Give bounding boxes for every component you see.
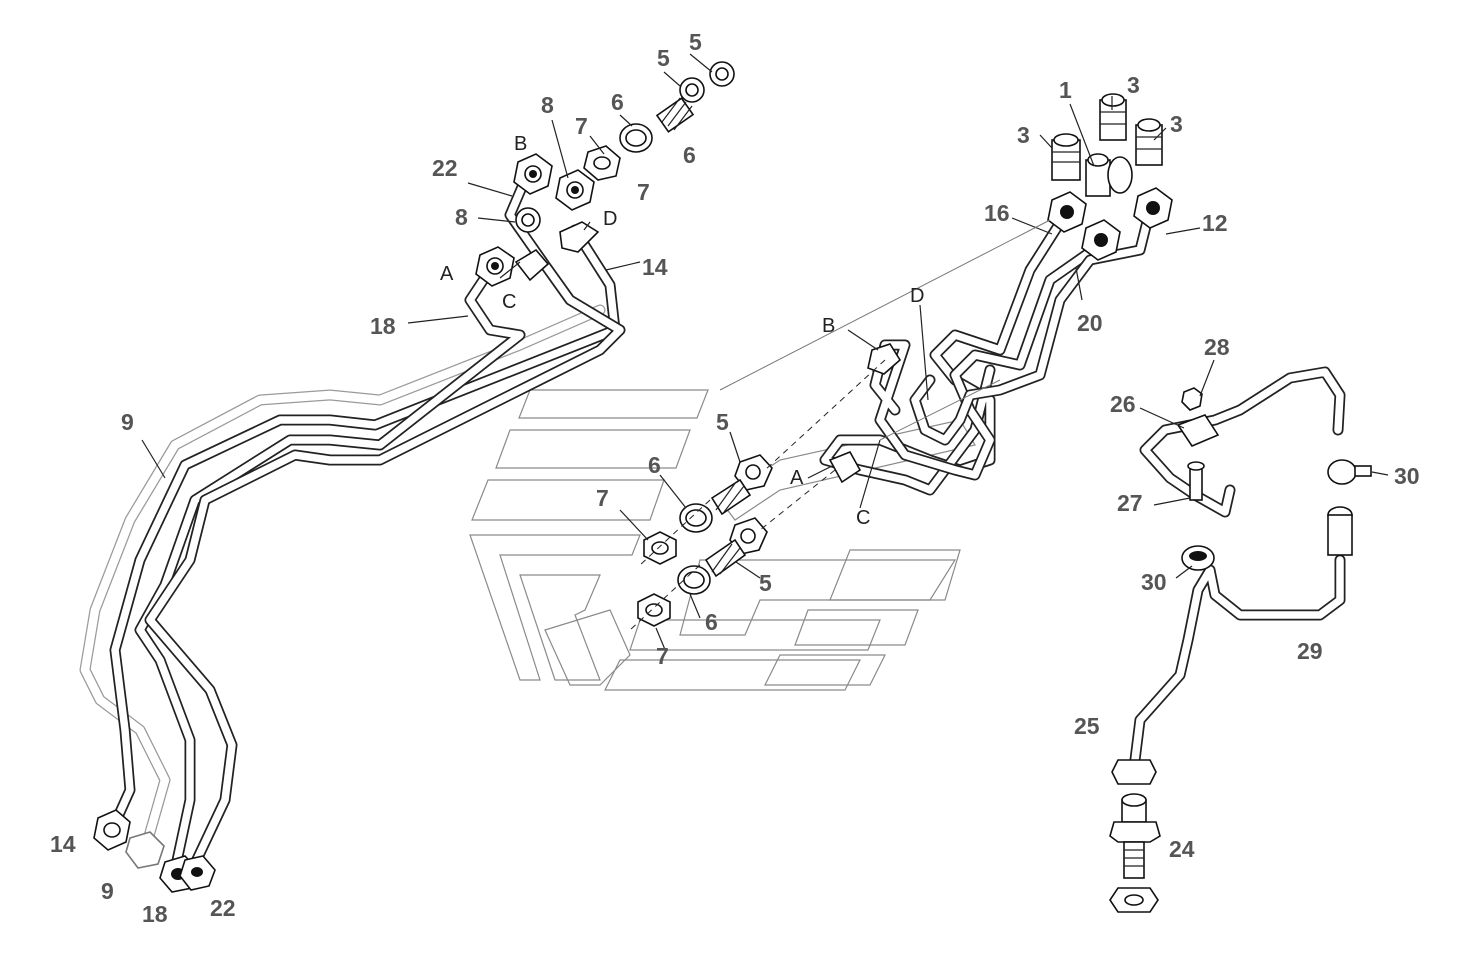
nut-9-bottom [125,831,165,869]
label-7-upper-a: 7 [575,113,588,139]
letter-D-left: D [603,208,617,230]
label-5-upper-b: 5 [689,29,702,55]
left-injection-tubes [79,174,626,876]
label-8-upper: 8 [541,92,554,118]
label-29: 29 [1297,638,1323,664]
label-22-lower: 22 [210,895,236,921]
label-26: 26 [1110,391,1136,417]
label-6-mid-lower: 6 [705,609,718,635]
label-27: 27 [1117,490,1143,516]
watermark-logo [469,389,976,691]
label-16: 16 [984,200,1010,226]
fitting-A-mid [828,450,862,484]
label-3-right: 3 [1170,111,1183,137]
label-6-upper-b: 6 [683,142,696,168]
fitting-C-left [514,248,550,282]
bolt-27 [1187,461,1205,501]
label-3-top: 3 [1127,72,1140,98]
label-22-upper: 22 [432,155,458,181]
letter-B-left: B [514,133,527,155]
nut-20 [1081,219,1121,261]
right-return-line [1129,366,1346,766]
label-7-mid-upper: 7 [596,485,609,511]
label-30-right: 30 [1394,463,1420,489]
label-7-mid-lower: 7 [656,643,669,669]
label-18-upper: 18 [370,313,396,339]
label-5-mid-upper: 5 [716,409,729,435]
nut-7-upper [583,145,621,181]
bolt-5-mid-lower [704,517,768,578]
label-7-upper-b: 7 [637,179,650,205]
fitting-1 [1085,153,1133,197]
label-5-upper-a: 5 [657,45,670,71]
label-30-left: 30 [1141,569,1167,595]
right-fittings [1109,387,1372,913]
nut-B-left [513,153,553,195]
label-8-lower: 8 [455,204,468,230]
washer-6-mid-upper [679,503,713,533]
middle-fittings [637,93,1173,627]
label-24: 24 [1169,836,1195,862]
nut-7-mid-lower [637,593,671,627]
nut-22-bottom [179,855,216,891]
label-6-mid-upper: 6 [648,452,661,478]
hose-clamp-30-upper [1327,459,1372,485]
letter-D-mid: D [910,285,924,307]
fitting-3-left [1051,133,1081,181]
label-12: 12 [1202,210,1228,236]
label-20: 20 [1077,310,1103,336]
fitting-3-top [1099,93,1127,141]
part-number-labels: 9 22 8 8 7 7 6 6 5 5 18 14 14 9 18 22 5 … [50,29,1420,927]
label-1: 1 [1059,77,1072,103]
nut-A-left [475,246,515,287]
letter-A-mid: A [790,467,804,489]
nut-12 [1133,187,1173,229]
washer-6-upper [619,123,653,153]
left-top-fittings [475,61,735,287]
nut-16 [1047,191,1087,233]
fitting-24 [1109,793,1161,913]
fitting-3-right [1135,118,1163,166]
middle-tube-bundle [819,204,1156,496]
bolt-5-mid-upper [710,454,773,516]
leader-lines [141,53,1389,653]
nut-7-mid-upper [643,531,677,565]
label-9-lower: 9 [101,878,114,904]
hose-end-29 [1327,506,1353,556]
label-5-mid-lower: 5 [759,570,772,596]
label-14-upper: 14 [642,254,668,280]
washer-6-mid-lower [677,565,711,595]
nut-28 [1181,387,1203,411]
label-18-lower: 18 [142,901,168,927]
label-6-upper-a: 6 [611,89,624,115]
label-28: 28 [1204,334,1230,360]
hose-clamp-30-lower [1181,545,1215,571]
label-14-lower: 14 [50,831,76,857]
washer-8-upper [555,169,595,211]
letter-A-left: A [440,263,454,285]
nut-25 [1111,759,1157,785]
connection-letters: B A C D B D A C [440,133,924,529]
label-9-upper: 9 [121,409,134,435]
label-3-left: 3 [1017,122,1030,148]
fitting-B-mid [867,343,902,375]
letter-C-mid: C [856,507,870,529]
label-25: 25 [1074,713,1100,739]
clamp-26 [1176,414,1220,447]
fitting-D-left [559,221,600,253]
nut-14-bottom [93,809,131,851]
left-tube-end-nuts [93,809,216,893]
bolt-5-upper [655,61,735,133]
washer-8-lower [515,207,541,233]
letter-B-mid: B [822,315,835,337]
letter-C-left: C [502,291,516,313]
